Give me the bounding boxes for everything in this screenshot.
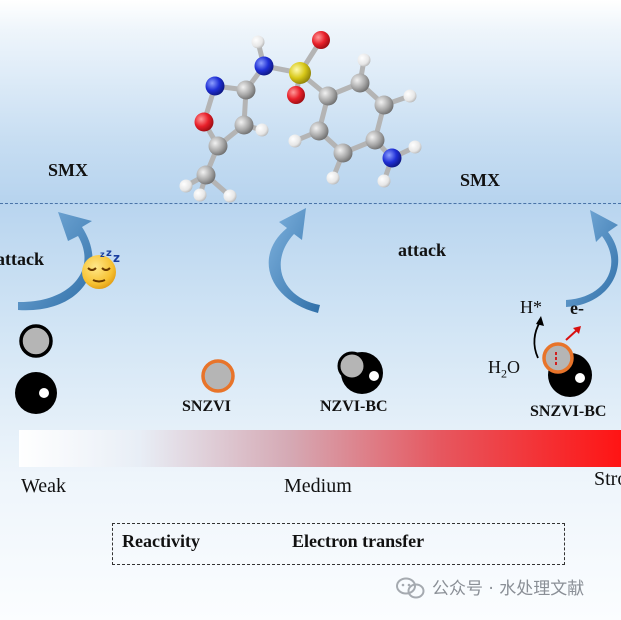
svg-text:z: z	[100, 250, 105, 259]
hydrogen-atoms	[179, 35, 422, 203]
snzvi-bc-particle	[542, 342, 592, 397]
h2o-to-h-arrow	[533, 316, 544, 359]
left-particles	[15, 324, 57, 414]
watermark-text: 公众号 · 水处理文献	[396, 574, 584, 599]
attack-arrow-middle	[268, 208, 320, 313]
solution-region	[0, 0, 621, 205]
reactivity-label: Reactivity	[122, 531, 200, 551]
attack-label-left: attack	[0, 249, 44, 269]
h2o-label: H2O	[488, 357, 520, 382]
biochar-particle	[15, 372, 57, 414]
snzvi-bc-label: SNZVI-BC	[530, 403, 607, 420]
legend-box	[112, 523, 565, 565]
scale-strong-label: Strong	[594, 468, 621, 490]
h2o-o: O	[507, 357, 520, 377]
scale-medium-label: Medium	[284, 475, 352, 497]
svg-text:z: z	[106, 248, 112, 259]
scale-weak-label: Weak	[21, 475, 67, 497]
oxygen-atom-ring	[194, 112, 214, 132]
nitrogen-atom-amine	[382, 148, 402, 168]
nitrogen-atom-amide	[254, 56, 274, 76]
electron-transfer-arrow	[565, 326, 581, 341]
electron-transfer-label: Electron transfer	[292, 531, 425, 551]
sulfur-atom	[289, 62, 311, 84]
sleeping-face-icon: z z z	[82, 248, 120, 289]
electron-label: e-	[570, 298, 584, 318]
smx-molecule	[179, 31, 422, 203]
attack-label-right: attack	[398, 240, 446, 260]
snzvi-label: SNZVI	[182, 398, 231, 415]
watermark-text-content: 公众号 · 水处理文献	[432, 579, 585, 599]
zvi-particle	[19, 324, 53, 358]
biochar-pore	[39, 388, 49, 398]
oxygen-atom-sulfonyl-1	[312, 31, 330, 49]
smx-label-right: SMX	[460, 170, 500, 190]
oxygen-atom-sulfonyl-2	[287, 86, 305, 104]
h2o-subscript: 2	[501, 366, 507, 381]
attack-arrow-left	[18, 212, 93, 311]
h2o-h: H	[488, 357, 501, 377]
nitrogen-atom-ring	[205, 76, 225, 96]
smx-label-left: SMX	[48, 160, 88, 180]
nzvi-bc-particle	[337, 351, 383, 394]
wechat-icon	[396, 577, 425, 599]
carbon-atoms	[196, 73, 394, 185]
nzvi-bc-label: NZVI-BC	[320, 398, 388, 415]
h-star-label: H*	[520, 297, 542, 317]
heteroatoms	[194, 31, 402, 168]
svg-text:z: z	[113, 251, 120, 265]
interface-dashed-line	[0, 203, 621, 204]
attack-arrow-right	[566, 210, 619, 307]
snzvi-particle	[201, 359, 235, 393]
reactivity-gradient-bar	[19, 430, 621, 467]
